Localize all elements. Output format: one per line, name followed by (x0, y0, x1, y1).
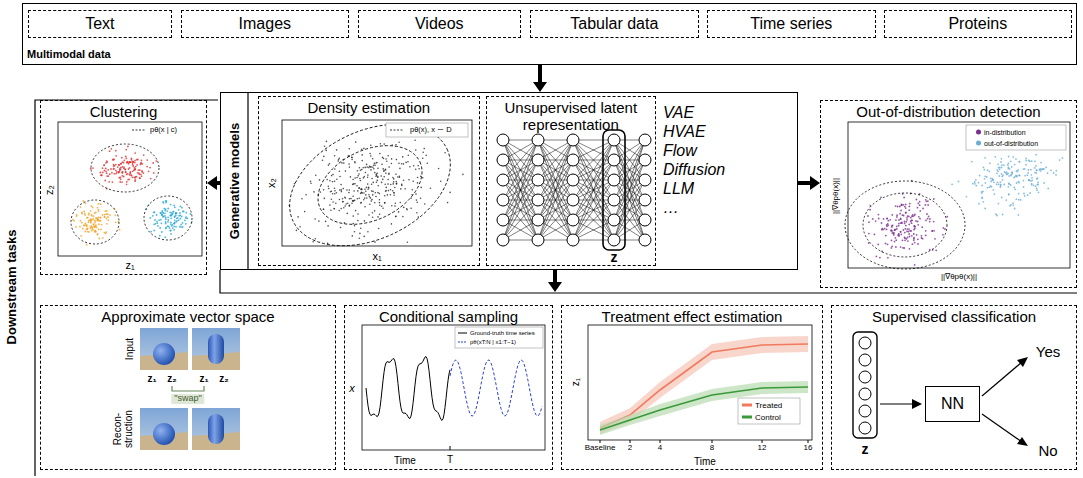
nn-box: NN (925, 386, 980, 422)
model-box: Generative models Density estimation Unsup… (220, 92, 798, 270)
plot-label: Baseline (585, 444, 616, 453)
plot-label: HVAE (663, 123, 706, 141)
node-label: Tabular data (570, 15, 658, 33)
node-label: Multimodal data (27, 48, 111, 61)
downstream-region: Downstream tasks Clustering Out-of-distrib… (0, 96, 1083, 478)
node-label: Supervised classification (872, 308, 1036, 325)
legend-row: in-distribution (976, 129, 1026, 136)
legend-text: out-of-distribution (984, 140, 1038, 147)
plot-label: x₂ (265, 178, 277, 188)
modality-box: Tabular data (530, 10, 699, 38)
legend-row: out-of-distribution (976, 140, 1038, 147)
task-box: Approximate vector space (40, 305, 336, 470)
legend-text: Control (755, 413, 781, 422)
plot-label: pθ(x), x ∼ D (410, 126, 452, 134)
plot-label: 12 (758, 444, 767, 453)
method-box: Unsupervised latent representation (486, 96, 656, 266)
flow-arrow (548, 270, 562, 292)
method-box: Density estimation (258, 96, 480, 266)
classifier-illustration (853, 332, 1028, 446)
plot-label: Input (124, 338, 135, 360)
modality-box: Time series (707, 10, 876, 38)
legend-swatch (976, 130, 981, 135)
data-panel: Multimodal data Text Images Videos Tabular d… (22, 3, 1077, 65)
plot-label: T (447, 454, 453, 465)
plot-label: Time (694, 456, 716, 467)
plot-label: z (862, 442, 869, 457)
task-box: Out-of-distribution detection (820, 100, 1077, 288)
task-box: Clustering (40, 100, 207, 275)
plot-label: z (611, 250, 618, 265)
plot-label: VAE (663, 104, 694, 122)
plot-label: 4 (658, 444, 662, 453)
flow-arrow (533, 65, 547, 92)
node-label: Approximate vector space (101, 308, 274, 325)
vector-space-images (140, 328, 240, 450)
time-series-plot (362, 325, 545, 450)
node-label: Conditional sampling (379, 308, 518, 325)
node-label: Unsupervised latent representation (493, 99, 649, 134)
plot-label: z₁ (570, 378, 581, 386)
plot-label: z₂ (43, 185, 55, 195)
legend-swatch (742, 416, 752, 419)
legend-row: Control (742, 413, 781, 422)
node-label: Text (85, 15, 114, 33)
plot-label: "swap" (171, 394, 204, 404)
plot-label: ||∇θpθ(x)|| (832, 178, 841, 214)
plot-label: z₁ (147, 373, 156, 384)
flow-arrow (798, 176, 820, 190)
plot-label: pθ(x | c) (150, 126, 177, 134)
node-label: Time series (750, 15, 832, 33)
plot-label: Flow (663, 142, 697, 160)
node-label: Images (239, 15, 291, 33)
plot-label: 2 (628, 444, 632, 453)
modality-box: Images (181, 10, 349, 38)
plot-label: x₁ (372, 250, 381, 262)
node-label: Out-of-distribution detection (856, 103, 1040, 120)
frame-lines (35, 92, 1077, 476)
neural-network (497, 130, 651, 250)
flow-arrow (207, 176, 220, 190)
plot-label: pθ(xT:N | x1:T−1) (470, 339, 516, 346)
node-label: NN (941, 395, 964, 413)
modality-box: Text (28, 10, 172, 38)
node-label: Generative models (228, 123, 243, 239)
plot-label: 16 (804, 444, 813, 453)
plot-label: z₁ (199, 373, 208, 384)
plot-label: Diffusion (663, 161, 725, 179)
density-plot (270, 100, 472, 270)
node-label: Density estimation (308, 99, 431, 116)
plot-label: x (349, 382, 355, 394)
node-label: Proteins (948, 15, 1007, 33)
node-label: Downstream tasks (5, 230, 20, 345)
plot-label: LLM (663, 180, 694, 198)
cluster-plot (58, 122, 202, 256)
node-label: Treatment effect estimation (602, 308, 783, 325)
plot-label: 8 (710, 444, 714, 453)
modality-box: Videos (358, 10, 521, 38)
plot-label: z₂ (219, 373, 228, 384)
legend-swatch (742, 404, 752, 407)
plot-label: z₂ (167, 373, 176, 384)
node-label: Videos (415, 15, 464, 33)
plot-label: Yes (1036, 344, 1060, 361)
plot-label: Time (394, 455, 416, 466)
modality-box: Proteins (884, 10, 1072, 38)
legend-row: Treated (742, 401, 782, 410)
ood-plot (845, 122, 1070, 269)
legend-swatch (976, 141, 981, 146)
plot-label: z₁ (125, 259, 134, 271)
plot-label: No (1038, 443, 1057, 460)
plot-label: ||∇θpθ(x)|| (941, 273, 977, 282)
plot-label: Recon- struction (112, 404, 134, 454)
node-label: Clustering (90, 103, 158, 120)
treatment-plot (588, 325, 812, 443)
legend-text: Treated (755, 401, 782, 410)
plot-label: … (663, 199, 679, 217)
plot-label: Ground-truth time series (470, 330, 535, 337)
legend-text: in-distribution (984, 129, 1026, 136)
